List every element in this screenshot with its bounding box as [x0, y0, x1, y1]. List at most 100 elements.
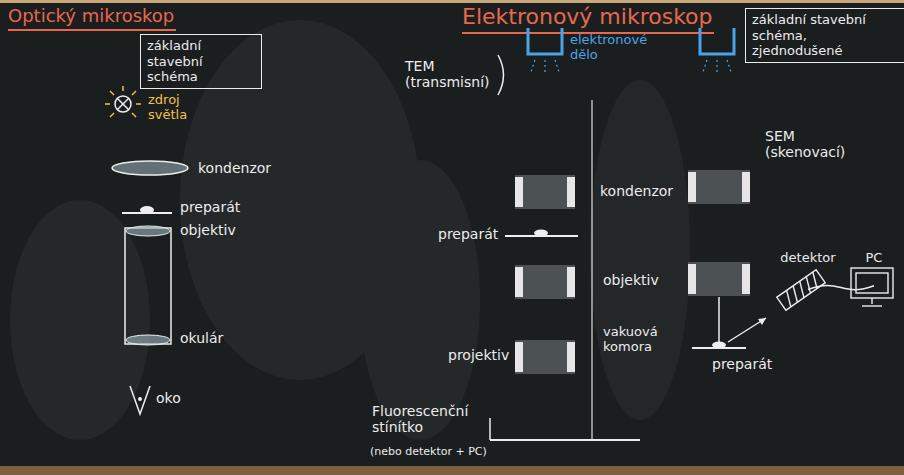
eyepiece-lens — [126, 335, 170, 345]
beam-dash — [703, 60, 707, 72]
smudge — [590, 80, 690, 420]
part-label: projektiv — [448, 347, 509, 363]
lens-cap — [567, 342, 575, 372]
monitor-stand — [871, 298, 872, 304]
ray — [136, 103, 141, 105]
detector-outline — [777, 269, 825, 310]
part-label: zdroj světla — [148, 93, 208, 123]
electron-gun — [528, 28, 562, 54]
part-label: okulár — [180, 330, 223, 346]
lens-cap — [688, 172, 696, 202]
lens-body — [515, 175, 575, 209]
part-label: kondenzor — [600, 183, 673, 199]
electron-beam — [703, 60, 731, 72]
ray — [110, 91, 114, 95]
em-lens — [515, 340, 575, 374]
type-label: SEM (skenovací) — [765, 128, 865, 160]
detector-body — [777, 269, 825, 310]
hatch — [795, 281, 809, 298]
specimen — [534, 230, 548, 237]
beam-dash — [544, 60, 545, 72]
ray — [110, 113, 114, 117]
part-label: vakuová komora — [603, 325, 683, 355]
lens-cap — [567, 177, 575, 207]
eye-pupil — [138, 397, 142, 401]
ray — [132, 113, 136, 117]
part-label: objektiv — [180, 222, 236, 238]
hatch — [801, 276, 815, 293]
lamp-cross — [117, 98, 129, 110]
ray — [105, 103, 110, 105]
electron-gun — [700, 28, 734, 54]
part-label: oko — [156, 390, 181, 406]
em-lens — [688, 262, 750, 296]
vacuum-chamber-wall — [591, 100, 592, 440]
smudge — [10, 200, 150, 440]
frame-top — [0, 0, 904, 3]
monitor-frame — [851, 268, 893, 298]
detector: detektor — [765, 250, 851, 314]
lens-body — [515, 340, 575, 374]
fluorescent-screen — [490, 439, 640, 441]
title-underline — [8, 29, 176, 31]
lens-cap — [515, 342, 523, 372]
heading-box: základní stavební schéma, zjednodušené — [745, 8, 904, 63]
hatch — [788, 285, 802, 302]
arrow-head — [758, 318, 766, 325]
monitor-base — [862, 305, 882, 306]
lens-cap — [515, 177, 523, 207]
lamp-cross — [117, 98, 129, 110]
heading: Elektronový mikroskop — [462, 4, 713, 29]
part-label: Fluorescenční stínítko — [372, 403, 484, 435]
scattered-electrons — [728, 318, 766, 342]
node-text: PC — [848, 250, 900, 266]
beam-dash — [531, 60, 535, 72]
ray — [132, 91, 136, 95]
monitor-screen — [856, 273, 888, 293]
condenser-lens — [112, 161, 188, 175]
scanning-beam — [718, 297, 720, 342]
node-text: detektor — [765, 250, 851, 266]
type-label: TEM (transmisní) — [405, 58, 495, 90]
bracket — [498, 55, 504, 95]
light-source-symbol — [105, 86, 141, 117]
lamp-rays — [105, 86, 141, 117]
objective-lens — [126, 226, 170, 236]
beam-dash — [727, 60, 731, 72]
smudge — [360, 160, 480, 440]
beam-dash — [716, 60, 717, 72]
part-label: preparát — [438, 226, 498, 242]
heading-box: základní stavební schéma — [140, 34, 262, 89]
lens-cap — [515, 267, 523, 297]
eye-symbol — [130, 386, 150, 414]
monitor — [851, 268, 893, 306]
heading: Optický mikroskop — [8, 6, 174, 27]
hatch — [808, 272, 822, 289]
beam-dash — [555, 60, 559, 72]
lamp-circle — [115, 96, 131, 112]
part-label: elektronové dělo — [570, 33, 642, 63]
monitor-symbol — [848, 266, 896, 310]
part-label: preparát — [712, 356, 772, 372]
screen-leader — [489, 418, 491, 440]
lens-cap — [688, 264, 696, 294]
part-label: objektiv — [603, 272, 659, 288]
frame-bottom — [0, 466, 904, 475]
electron-beam — [531, 60, 559, 72]
lens-body — [515, 265, 575, 299]
microscope-tube — [125, 228, 171, 344]
lens-cap — [567, 267, 575, 297]
chalk-smudges — [10, 20, 690, 440]
em-lens — [515, 175, 575, 209]
lens-cap — [742, 264, 750, 294]
note: (nebo detektor + PC) — [370, 446, 487, 459]
lens-body — [688, 170, 750, 204]
node-text: základní stavební schéma — [147, 38, 255, 85]
specimen — [712, 342, 726, 349]
em-lens — [515, 265, 575, 299]
part-label: preparát — [180, 199, 240, 215]
lens-body — [688, 262, 750, 296]
node-text: základní stavební schéma, zjednodušené — [752, 12, 898, 59]
specimen — [140, 206, 154, 214]
detector-symbol — [765, 266, 837, 314]
